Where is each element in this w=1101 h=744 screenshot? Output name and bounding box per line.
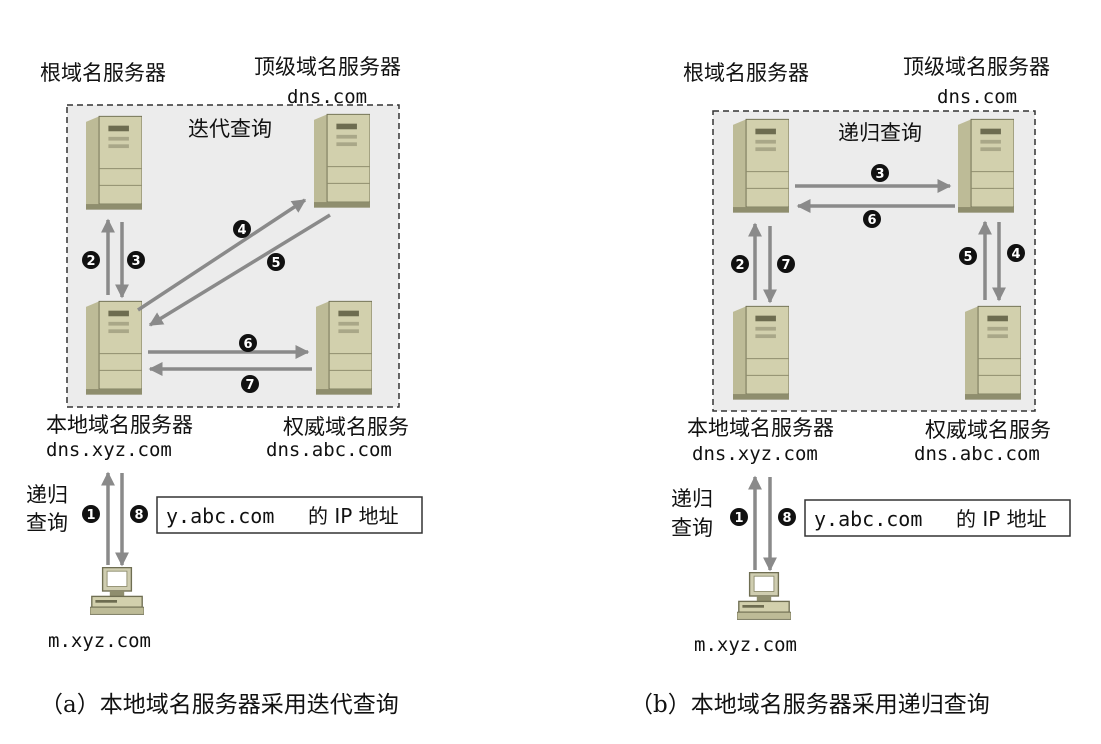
svg-text:6: 6	[243, 337, 252, 352]
svg-text:5: 5	[271, 256, 280, 271]
svg-text:8: 8	[134, 508, 143, 523]
local-host-a: dns.xyz.com	[46, 439, 172, 461]
auth-server-icon	[965, 305, 1021, 401]
query-label-line1-a: 递归	[26, 483, 68, 507]
local-server-icon	[733, 305, 789, 401]
answer-box-b	[804, 499, 1071, 537]
step-badge-8-b: 8	[778, 508, 796, 526]
step-badge-1-a: 1	[82, 505, 100, 523]
step-badge-4-b: 4	[1007, 244, 1025, 262]
step-badge-4-a: 4	[233, 220, 251, 238]
query-label-line2-a: 查询	[26, 511, 68, 535]
svg-text:1: 1	[734, 511, 743, 526]
svg-text:3: 3	[875, 167, 884, 182]
svg-text:4: 4	[1011, 247, 1020, 262]
answer-host-b: y.abc.com	[814, 507, 922, 531]
svg-text:2: 2	[86, 254, 95, 269]
step-badge-5-b: 5	[959, 247, 977, 265]
svg-text:2: 2	[735, 258, 744, 273]
query-label-line2-b: 查询	[671, 516, 713, 540]
step-badge-6-a: 6	[239, 334, 257, 352]
step-badge-3-b: 3	[871, 164, 889, 182]
svg-text:1: 1	[86, 508, 95, 523]
arrow-step-5-a	[148, 213, 331, 327]
answer-box-a	[156, 496, 423, 534]
tld-server-label-b: 顶级域名服务器	[903, 55, 1050, 79]
local-server-label-b: 本地域名服务器	[687, 416, 834, 440]
answer-text-a: 的 IP 地址	[308, 504, 399, 528]
caption-b: （b）本地域名服务器采用递归查询	[630, 692, 990, 718]
tld-server-icon	[314, 113, 370, 209]
auth-server-icon	[316, 300, 372, 396]
tld-host-b: dns.com	[937, 86, 1017, 108]
local-server-label-a: 本地域名服务器	[46, 413, 193, 437]
step-badge-2-b: 2	[731, 255, 749, 273]
answer-host-a: y.abc.com	[166, 504, 274, 528]
auth-host-b: dns.abc.com	[914, 443, 1040, 465]
local-host-b: dns.xyz.com	[692, 443, 818, 465]
panel-a: 迭代查询 根域名服务器 顶级域名服务器 dns.com 本地域名服务器 dns.…	[26, 55, 423, 718]
client-computer-icon-b	[737, 572, 791, 620]
root-server-icon	[733, 118, 789, 214]
box-label-b: 递归查询	[838, 121, 922, 145]
svg-text:5: 5	[963, 250, 972, 265]
box-label-a: 迭代查询	[188, 117, 272, 141]
step-badge-7-b: 7	[777, 255, 795, 273]
auth-server-label-a: 权威域名服务	[283, 415, 409, 439]
step-badge-5-a: 5	[267, 253, 285, 271]
step-badge-1-b: 1	[730, 508, 748, 526]
local-server-icon	[86, 300, 142, 396]
step-badge-8-a: 8	[130, 505, 148, 523]
client-computer-icon-a	[90, 567, 144, 615]
step-badge-2-a: 2	[82, 251, 100, 269]
tld-host-a: dns.com	[287, 86, 367, 108]
auth-host-a: dns.abc.com	[266, 439, 392, 461]
auth-server-label-b: 权威域名服务	[925, 418, 1051, 442]
query-label-line1-b: 递归	[671, 487, 713, 511]
root-server-label-a: 根域名服务器	[40, 61, 166, 85]
answer-text-b: 的 IP 地址	[956, 507, 1047, 531]
root-server-icon	[86, 115, 142, 211]
svg-text:7: 7	[781, 258, 790, 273]
svg-text:6: 6	[867, 213, 876, 228]
root-server-label-b: 根域名服务器	[683, 61, 809, 85]
step-badge-3-a: 3	[127, 251, 145, 269]
client-host-a: m.xyz.com	[48, 630, 151, 652]
tld-server-label-a: 顶级域名服务器	[254, 55, 401, 79]
tld-server-icon	[958, 118, 1014, 214]
step-badge-6-b: 6	[863, 210, 881, 228]
svg-text:7: 7	[245, 378, 254, 393]
arrow-step-4-a	[137, 198, 307, 312]
step-badge-7-a: 7	[241, 375, 259, 393]
client-host-b: m.xyz.com	[694, 634, 797, 656]
caption-a: （a）本地域名服务器采用迭代查询	[40, 692, 399, 718]
panel-b: 递归查询 根域名服务器 顶级域名服务器 dns.com 本地域名服务器 dns.…	[630, 55, 1071, 718]
svg-text:8: 8	[782, 511, 791, 526]
svg-text:3: 3	[131, 254, 140, 269]
svg-text:4: 4	[237, 223, 246, 238]
